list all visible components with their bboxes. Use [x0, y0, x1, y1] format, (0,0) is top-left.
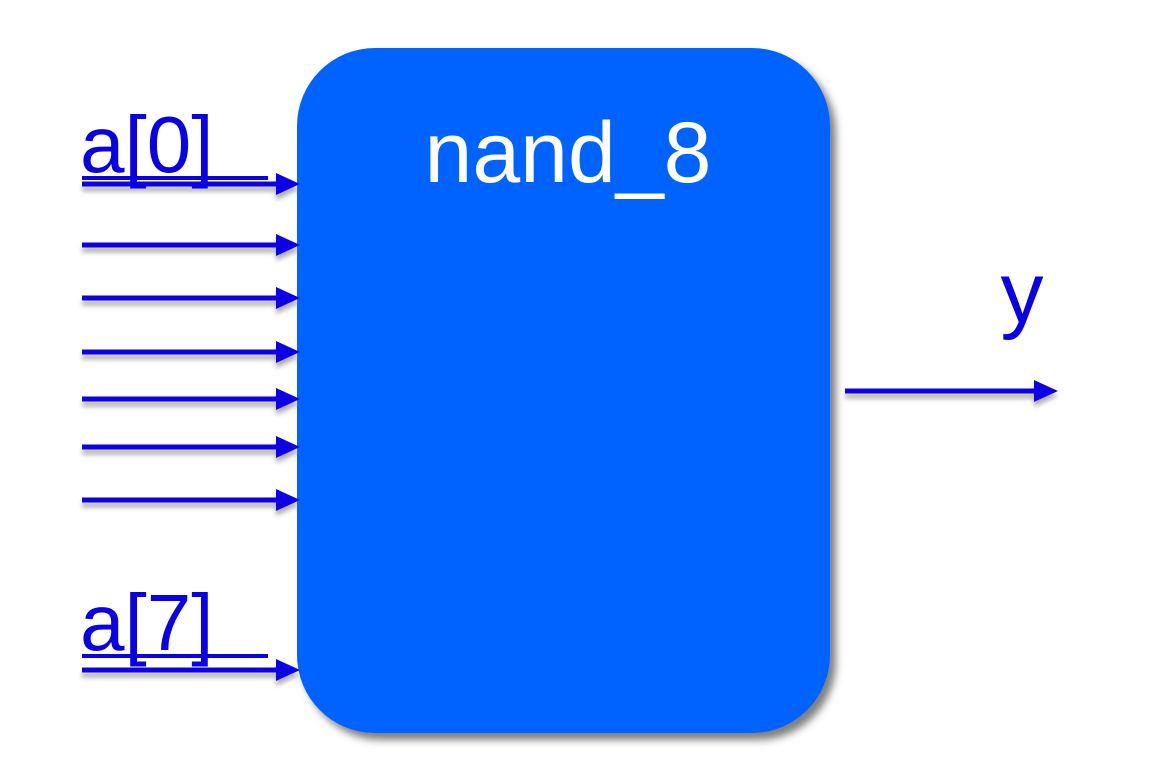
input-arrowhead [276, 341, 300, 363]
input-arrowhead [276, 234, 300, 256]
input-wire [82, 234, 300, 256]
input-wire [82, 341, 300, 363]
input-wire [82, 173, 300, 195]
output-label: y [1001, 245, 1044, 341]
output-wire [845, 380, 1058, 402]
input-arrowhead [276, 489, 300, 511]
input-arrowhead [276, 659, 300, 681]
input-wire [82, 388, 300, 410]
block-title: nand_8 [425, 105, 712, 201]
input-label-first: a[0] [80, 100, 213, 189]
input-arrowhead [276, 287, 300, 309]
input-wire [82, 489, 300, 511]
nand8-block [297, 48, 830, 733]
output-arrowhead [1034, 380, 1058, 402]
input-wire [82, 287, 300, 309]
input-wire [82, 436, 300, 458]
input-arrowhead [276, 436, 300, 458]
input-wire [82, 659, 300, 681]
input-arrowhead [276, 388, 300, 410]
input-arrowhead [276, 173, 300, 195]
input-wires [82, 173, 300, 681]
input-label-last: a[7] [80, 578, 213, 667]
